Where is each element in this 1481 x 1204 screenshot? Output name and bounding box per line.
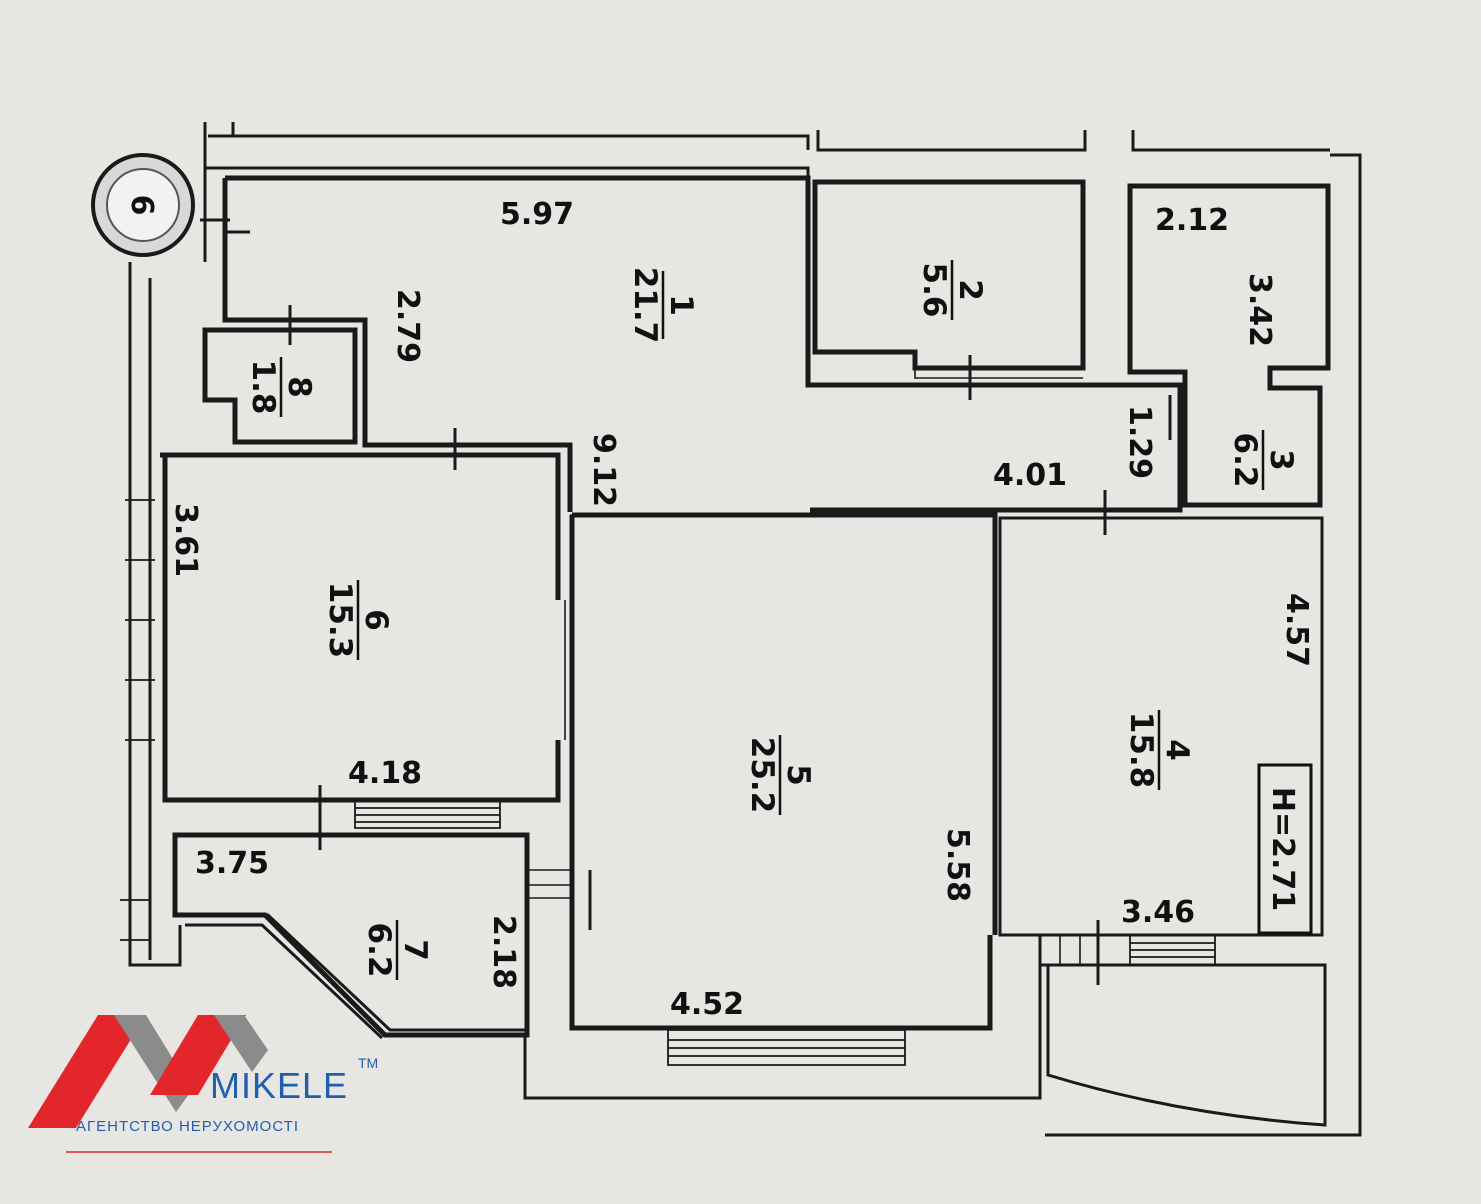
right-balcony	[1040, 963, 1327, 1127]
room-2-area: 5.6	[916, 263, 952, 318]
room-2-label: 2 5.6	[916, 260, 988, 320]
room-2-walls	[812, 179, 1086, 379]
room-3-number: 3	[1263, 449, 1299, 471]
room-7-area: 6.2	[361, 923, 397, 978]
room-6-label: 6 15.3	[322, 580, 394, 660]
brand-name: MIKELE	[210, 1065, 348, 1106]
room-5-label: 5 25.2	[744, 735, 816, 815]
dim-3-61: 3.61	[168, 503, 203, 577]
room-5-number: 5	[780, 764, 816, 786]
room-6-number: 6	[358, 609, 394, 631]
dim-2-12: 2.12	[1155, 203, 1229, 238]
dim-5-97: 5.97	[500, 197, 574, 232]
room-6-area: 15.3	[322, 582, 358, 659]
logo-red-stroke-mid	[150, 1015, 246, 1095]
brand-trademark: TM	[358, 1055, 378, 1071]
brand-logo: MIKELE TM АГЕНТСТВО НЕРУХОМОСТІ	[28, 1015, 378, 1153]
dim-1-29: 1.29	[1122, 405, 1157, 479]
room-7-walls	[172, 832, 530, 1040]
dim-4-57: 4.57	[1279, 593, 1314, 667]
ceiling-height-label: H=2.71	[1265, 787, 1300, 911]
room-7-number: 7	[397, 939, 433, 961]
room-3-label: 3 6.2	[1227, 430, 1299, 490]
room-4-label: 4 15.8	[1123, 710, 1195, 790]
room-4-number: 4	[1159, 739, 1195, 761]
dim-4-01: 4.01	[993, 458, 1067, 493]
room-7-label: 7 6.2	[361, 920, 433, 980]
dimension-labels: 5.97 2.79 2.12 3.42 9.12 1.29 4.01 3.61 …	[168, 197, 1314, 1022]
riser-label: 6	[124, 195, 159, 216]
room-8-number: 8	[281, 376, 317, 398]
room-8-walls	[202, 327, 358, 445]
room-3-walls	[1127, 183, 1331, 508]
dim-3-42: 3.42	[1242, 273, 1277, 347]
door-markers	[200, 218, 1172, 985]
room-5-walls	[569, 512, 1324, 1031]
room-labels: 1 21.7 2 5.6 3 6.2 4 15.8 5 25.2 6 15.3	[245, 260, 1299, 980]
windows	[120, 499, 1216, 1066]
logo-gray-stroke-right	[214, 1015, 268, 1072]
room-5-area: 25.2	[744, 737, 780, 814]
room-4-area: 15.8	[1123, 712, 1159, 789]
dim-3-46: 3.46	[1121, 895, 1195, 930]
dim-4-52: 4.52	[670, 987, 744, 1022]
room-8-area: 1.8	[245, 360, 281, 415]
brand-tagline: АГЕНТСТВО НЕРУХОМОСТІ	[76, 1118, 299, 1135]
room-8-label: 8 1.8	[245, 357, 317, 417]
dim-3-75: 3.75	[195, 846, 269, 881]
room-3-area: 6.2	[1227, 433, 1263, 488]
dim-5-58: 5.58	[940, 828, 975, 902]
room-1-number: 1	[663, 294, 699, 316]
room-1-area: 21.7	[627, 267, 663, 344]
ceiling-height-box: H=2.71	[1257, 763, 1313, 935]
dim-4-18: 4.18	[348, 756, 422, 791]
room-2-number: 2	[952, 279, 988, 301]
dim-9-12: 9.12	[586, 433, 621, 507]
utility-riser: 6	[91, 153, 195, 257]
logo-red-stroke-left	[28, 1015, 146, 1128]
outer-walls	[128, 122, 1362, 1137]
dim-2-18: 2.18	[486, 915, 521, 989]
dim-2-79: 2.79	[390, 289, 425, 363]
room-1-label: 1 21.7	[627, 267, 699, 344]
